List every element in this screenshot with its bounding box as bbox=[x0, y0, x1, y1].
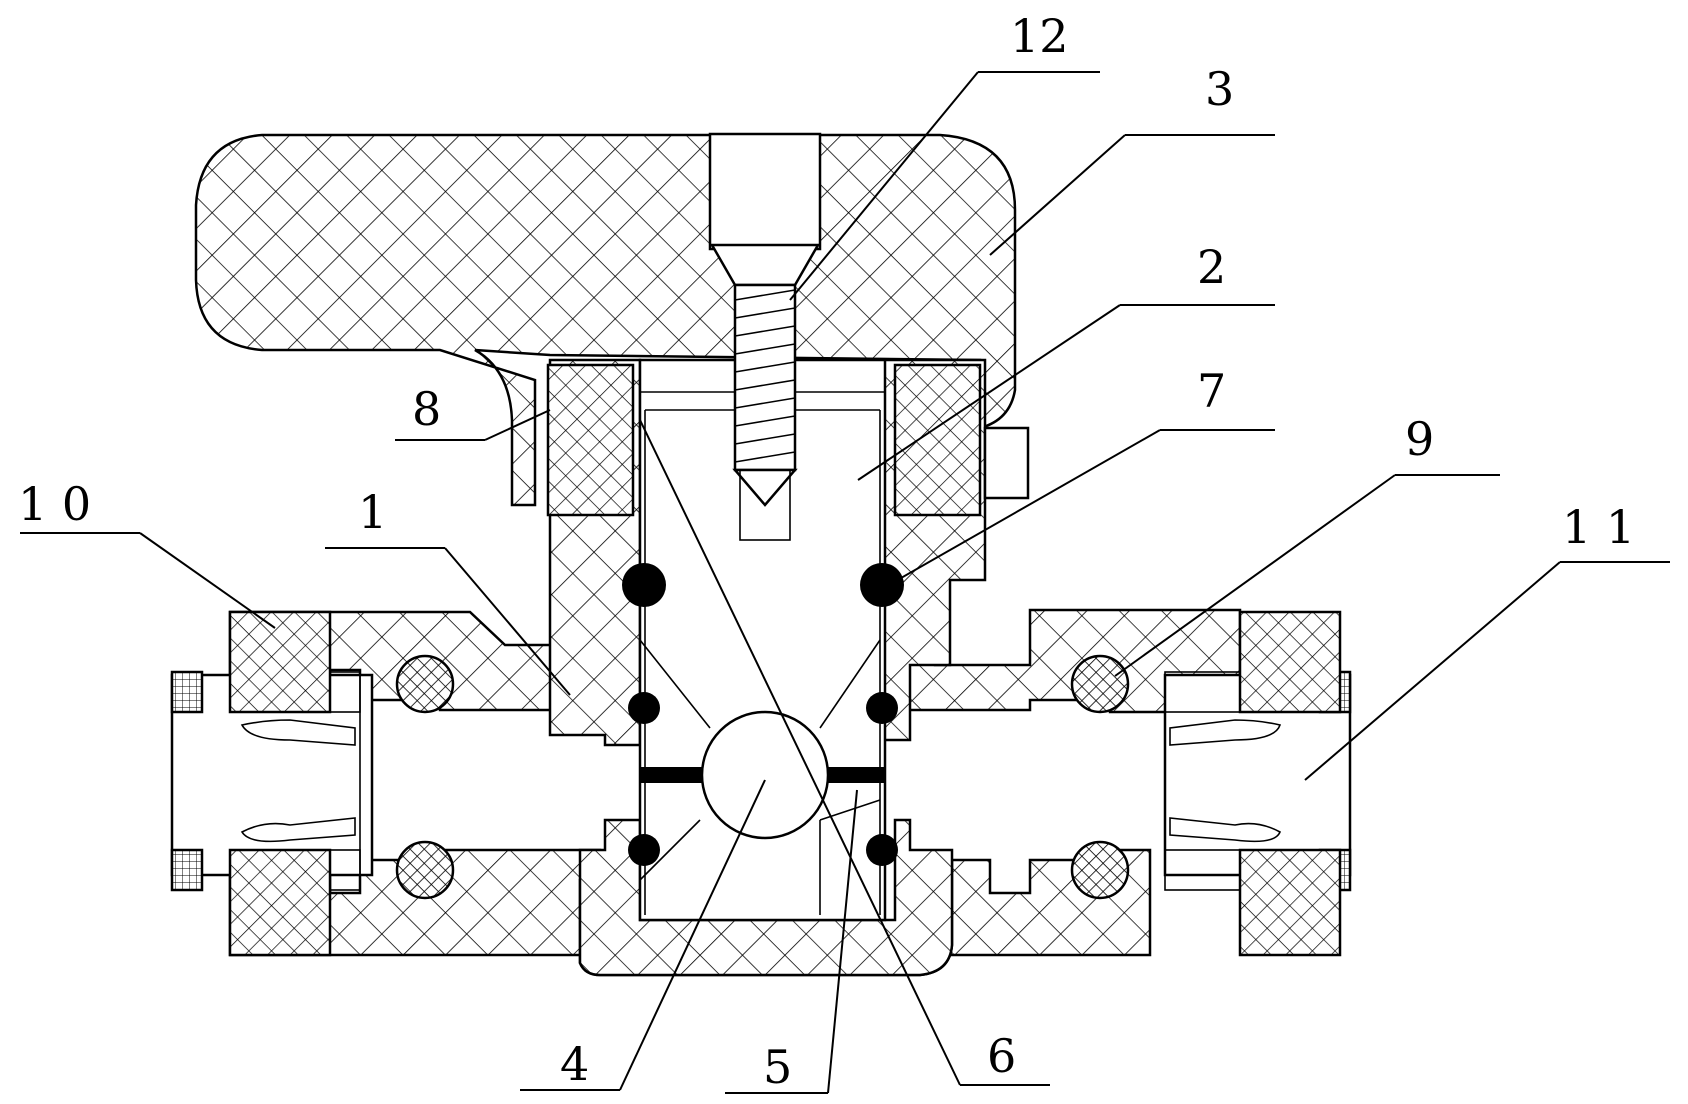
left-fitting bbox=[170, 610, 455, 957]
callout-label-7: 7 bbox=[1197, 364, 1226, 418]
stem-o-rings bbox=[622, 563, 904, 866]
callout-label-12: 12 bbox=[1010, 9, 1069, 63]
callout-labels: 12 3 2 7 9 1 1 8 1 0 1 4 5 6 bbox=[18, 9, 1635, 1094]
callout-label-3: 3 bbox=[1205, 62, 1234, 116]
right-fitting bbox=[1070, 610, 1352, 957]
leader-lines bbox=[20, 71, 1670, 1094]
callout-label-2: 2 bbox=[1197, 240, 1226, 294]
callout-label-11: 1 1 bbox=[1562, 500, 1635, 554]
callout-label-6: 6 bbox=[987, 1029, 1016, 1083]
callout-label-8: 8 bbox=[412, 382, 441, 436]
callout-label-10: 1 0 bbox=[18, 477, 91, 531]
callout-label-4: 4 bbox=[560, 1037, 589, 1091]
handle bbox=[194, 132, 1017, 507]
bonnet-sleeve bbox=[546, 363, 1030, 517]
callout-label-1: 1 bbox=[358, 485, 387, 539]
callout-label-5: 5 bbox=[763, 1040, 792, 1094]
screw bbox=[709, 243, 821, 541]
callout-label-9: 9 bbox=[1405, 412, 1434, 466]
